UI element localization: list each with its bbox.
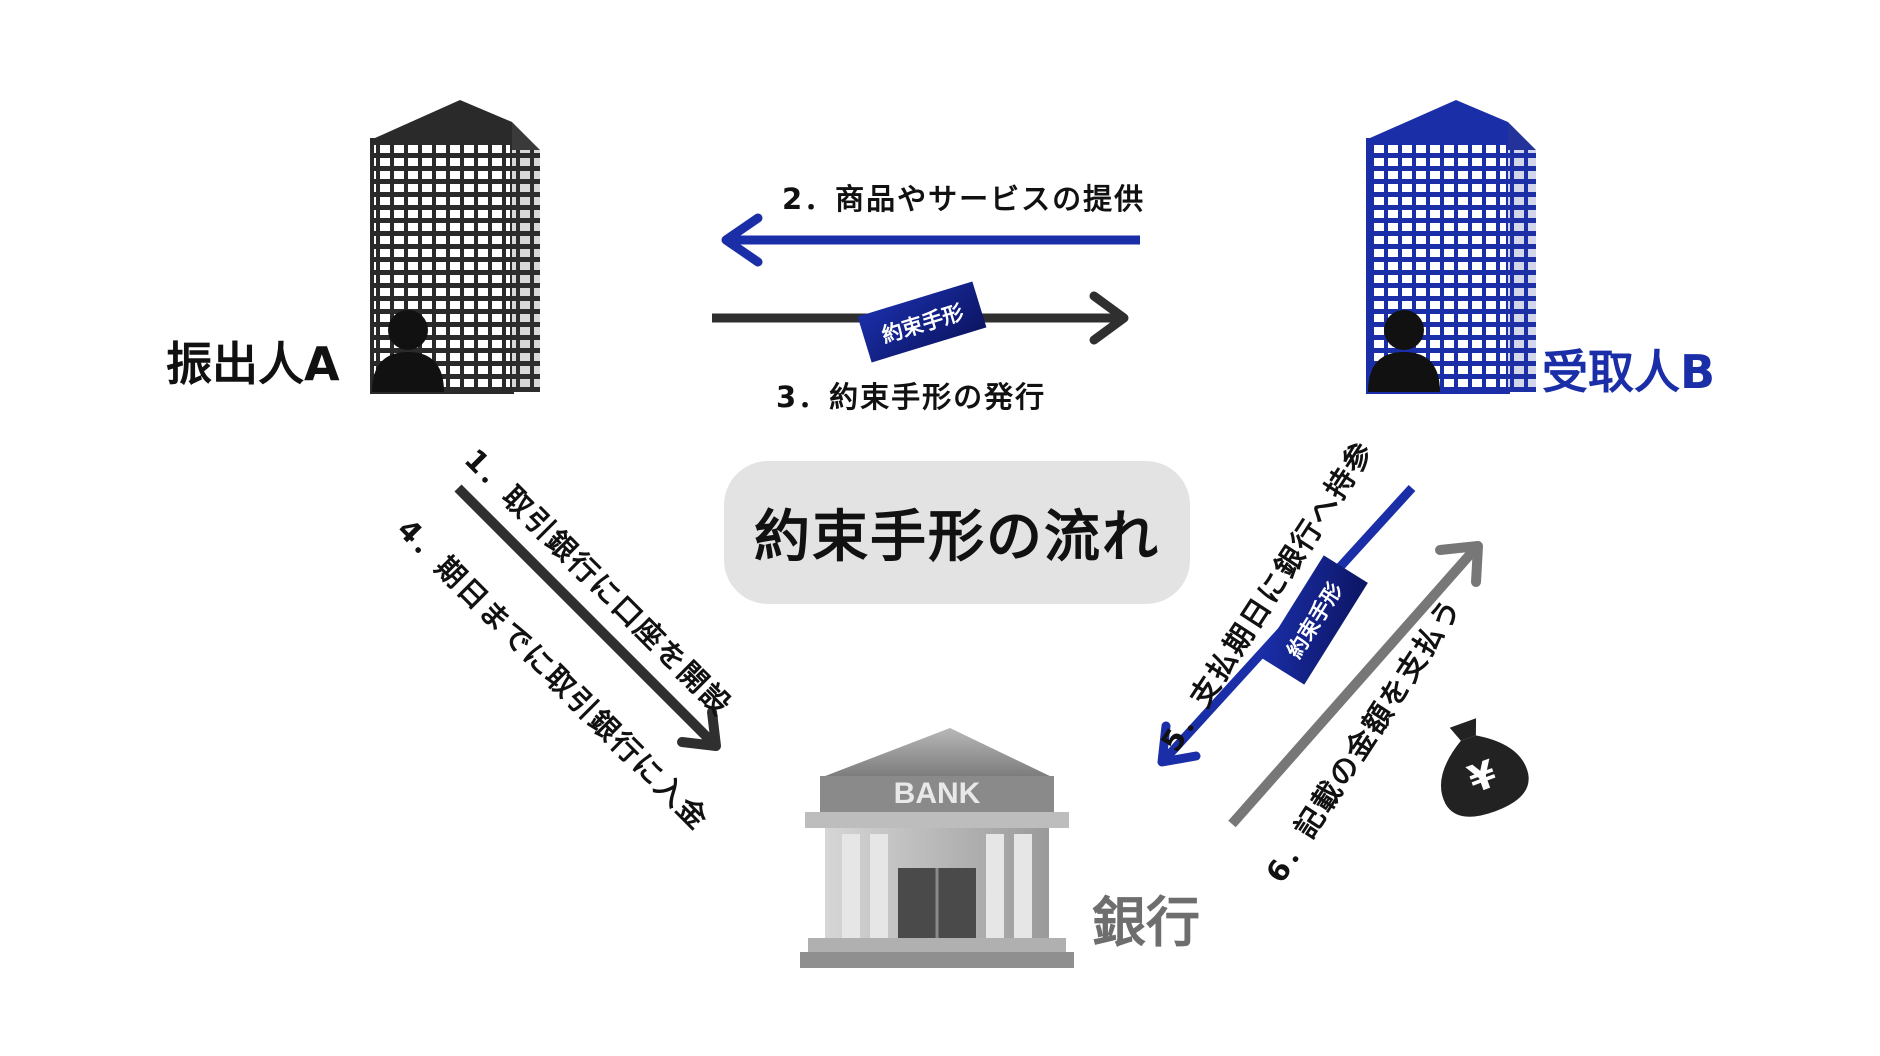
diagram-title-box: 約束手形の流れ <box>724 461 1190 604</box>
payee-building-icon <box>1366 100 1536 394</box>
step-2-label: 2．商品やサービスの提供 <box>782 182 1146 216</box>
step-3-label: 3．約束手形の発行 <box>776 380 1047 414</box>
payee-label: 受取人B <box>1542 345 1716 399</box>
arrow-step6 <box>1228 541 1483 828</box>
arrow-step1-4 <box>454 484 721 751</box>
bank-sign: BANK <box>894 777 981 810</box>
promissory-note-tag-top: 約束手形 <box>857 281 987 363</box>
arrow-step2 <box>721 213 1140 267</box>
drawer-label: 振出人A <box>166 337 340 391</box>
bank-building-icon: BANK <box>800 728 1074 968</box>
bank-label: 銀行 <box>1092 891 1200 954</box>
drawer-building-icon <box>370 100 540 394</box>
diagram-title: 約束手形の流れ <box>754 505 1160 570</box>
money-bag-icon: ¥ <box>1440 718 1529 817</box>
